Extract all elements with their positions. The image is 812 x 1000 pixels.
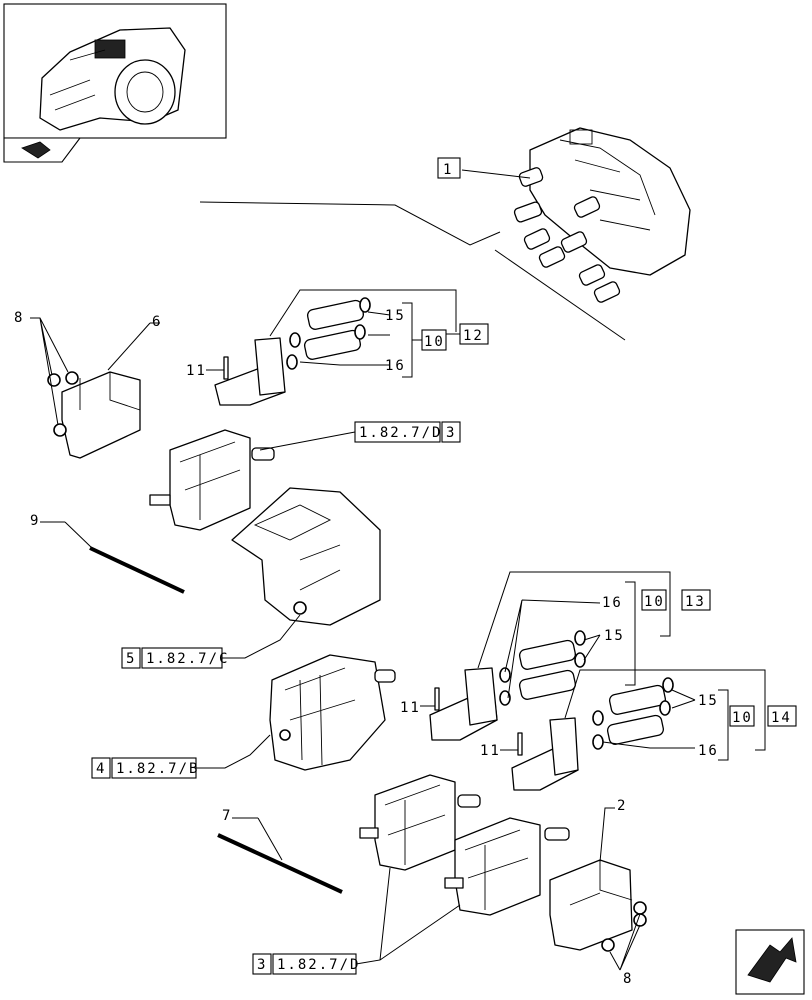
callout-6: 6: [152, 314, 162, 330]
end-cover-plate: [47, 371, 141, 459]
ref-code: 1.82.7/B: [116, 761, 199, 777]
valve-section-upper: [149, 429, 275, 531]
spool-kit-upper: [214, 297, 371, 406]
callout-11-upper: 11: [186, 363, 207, 379]
spool-kit-middle: [429, 630, 586, 741]
transmission-housing-thumbnail-icon: [39, 27, 186, 131]
callout-10-upper: 10: [424, 334, 445, 350]
callout-13: 13: [685, 594, 706, 610]
callout-11-lower: 11: [480, 743, 501, 759]
callout-15-middle: 15: [604, 628, 625, 644]
callout-12: 12: [463, 328, 484, 344]
ref-code: 1.82.7/D: [359, 425, 442, 441]
callout-15-lower: 15: [698, 693, 719, 709]
callout-7: 7: [222, 808, 232, 824]
callout-1: 1: [443, 162, 453, 178]
tie-rod-9: [89, 546, 185, 594]
ref-code: 1.82.7/D: [277, 957, 360, 973]
callout-15-upper: 15: [385, 308, 406, 324]
ref-num: 3: [257, 957, 267, 973]
ref-box-upper-d[interactable]: 1.82.7/D 3: [354, 421, 461, 443]
callout-10-lower: 10: [732, 710, 753, 726]
tie-rod-7: [217, 833, 343, 894]
ref-box-lower-d[interactable]: 3 1.82.7/D: [252, 953, 360, 975]
valve-section-lower-a: [359, 774, 481, 871]
callout-16-upper: 16: [385, 358, 406, 374]
callout-10-middle: 10: [644, 594, 665, 610]
ref-num: 3: [446, 425, 456, 441]
spool-kit-lower: [511, 677, 674, 791]
valve-couplers: [513, 167, 621, 303]
callout-16-lower: 16: [698, 743, 719, 759]
callout-11-middle: 11: [400, 700, 421, 716]
previous-page-arrow-icon[interactable]: [3, 137, 82, 163]
valve-section-lower-b: [444, 817, 570, 916]
control-valve-assembly: [513, 127, 691, 303]
callout-8-bottom: 8: [623, 971, 633, 987]
ref-box-c[interactable]: 5 1.82.7/C: [121, 647, 229, 669]
inlet-cover-section: [231, 487, 381, 626]
ref-num: 4: [96, 761, 106, 777]
ref-code: 1.82.7/C: [146, 651, 229, 667]
callout-9: 9: [30, 513, 40, 529]
callout-8-top: 8: [14, 310, 24, 326]
callout-2: 2: [617, 798, 627, 814]
valve-section-b: [269, 654, 396, 771]
location-thumbnail[interactable]: [3, 3, 227, 163]
callout-16-middle: 16: [602, 595, 623, 611]
ref-box-b[interactable]: 4 1.82.7/B: [91, 757, 199, 779]
ref-num: 5: [126, 651, 136, 667]
callout-14: 14: [771, 710, 792, 726]
next-page-arrow-icon[interactable]: [735, 929, 805, 995]
